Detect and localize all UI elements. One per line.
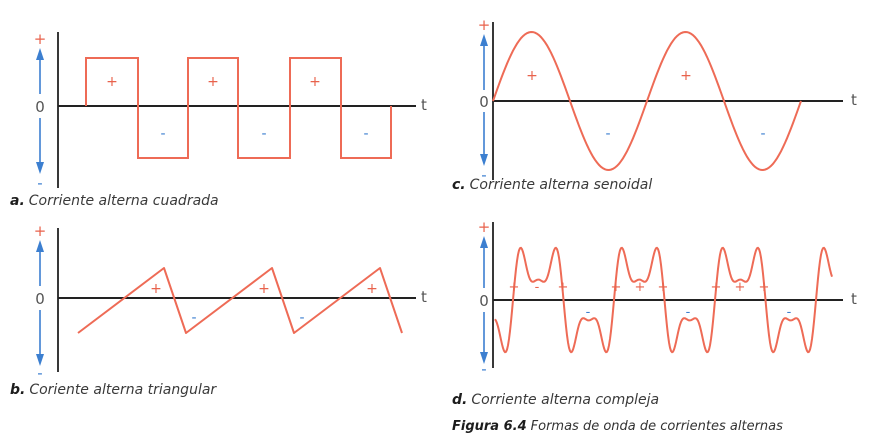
panel-d-waveform: [494, 246, 833, 354]
panel-b-axis-zero: 0: [35, 290, 45, 308]
panel-d-caption: d.Corriente alterna compleja: [452, 392, 659, 408]
panel-c-region-label: +: [680, 68, 692, 84]
panel-a-waveform: [85, 57, 392, 159]
panel-d-axis-t: t: [851, 290, 857, 308]
panel-c-axis-plus: +: [478, 16, 491, 34]
panel-c-axis-minus: -: [481, 166, 486, 184]
panel-d-complex: + 0 - t + + - + + - + + - + + -: [478, 218, 857, 378]
panel-d-region-label: -: [787, 305, 792, 320]
panel-b-up-arrow-icon: [36, 240, 44, 286]
panel-a-caption-text: Corriente alterna cuadrada: [28, 193, 219, 209]
panel-d-region-label: +: [635, 280, 646, 295]
panel-a-caption: a.Corriente alterna cuadrada: [10, 193, 219, 209]
panel-a-letter: a.: [10, 193, 25, 209]
panel-a-region-label: +: [207, 74, 219, 90]
panel-b-letter: b.: [10, 382, 26, 398]
panel-c-letter: c.: [452, 177, 466, 193]
panel-a-axis-zero: 0: [35, 98, 45, 116]
panel-b-region-label: -: [299, 310, 304, 326]
panel-d-letter: d.: [452, 392, 468, 408]
panel-d-axis-plus: +: [478, 218, 491, 236]
panel-a-axis-plus: +: [34, 30, 47, 48]
panel-d-region-label: +: [711, 280, 722, 295]
panel-b-waveform: [77, 267, 403, 334]
panel-d-region-label: +: [509, 280, 520, 295]
panel-c-down-arrow-icon: [480, 112, 488, 166]
panel-a-up-arrow-icon: [36, 48, 44, 94]
panel-b-region-label: -: [191, 310, 196, 326]
panel-d-region-label: +: [735, 280, 746, 295]
panel-d-region-label: -: [686, 305, 691, 320]
panel-c-axis-t: t: [851, 91, 857, 109]
panel-d-up-arrow-icon: [480, 236, 488, 288]
panel-a-axis-minus: -: [37, 174, 42, 192]
panel-d-region-label: -: [535, 280, 540, 295]
panel-a-square: + 0 - t + - + - + -: [34, 30, 427, 192]
panel-a-axis-t: t: [421, 96, 427, 114]
panel-d-region-label: +: [658, 280, 669, 295]
panel-d-region-label: -: [586, 305, 591, 320]
panel-c-caption: c.Corriente alterna senoidal: [452, 177, 652, 193]
panel-c-sine: + 0 - t + - + -: [478, 16, 857, 184]
panel-b-down-arrow-icon: [36, 310, 44, 366]
panel-c-region-label: +: [526, 68, 538, 84]
panel-b-caption-text: Coriente alterna triangular: [29, 382, 217, 398]
panel-b-axis-plus: +: [34, 222, 47, 240]
panel-a-down-arrow-icon: [36, 118, 44, 174]
panel-d-axis-minus: -: [481, 360, 486, 378]
panel-b-triangular: + 0 - t + - + - +: [34, 222, 427, 382]
panel-d-axis-zero: 0: [479, 292, 489, 310]
panel-a-region-label: -: [160, 126, 165, 142]
panel-b-caption: b.Coriente alterna triangular: [10, 382, 216, 398]
panel-b-region-label: +: [366, 281, 378, 297]
panel-d-region-label: +: [611, 280, 622, 295]
panel-d-down-arrow-icon: [480, 312, 488, 364]
panel-b-axis-minus: -: [37, 364, 42, 382]
panel-d-region-label: +: [558, 280, 569, 295]
panel-a-region-label: -: [363, 126, 368, 142]
figure-caption-text: Formas de onda de corrientes alternas: [530, 419, 783, 434]
panel-b-axis-t: t: [421, 288, 427, 306]
panel-c-axis-zero: 0: [479, 93, 489, 111]
figure-number: Figura 6.4: [452, 419, 527, 434]
panel-c-region-label: -: [760, 126, 765, 142]
panel-c-region-label: -: [605, 126, 610, 142]
panel-c-caption-text: Corriente alterna senoidal: [469, 177, 653, 193]
panel-b-region-label: +: [150, 281, 162, 297]
panel-a-region-label: +: [309, 74, 321, 90]
panel-d-caption-text: Corriente alterna compleja: [471, 392, 660, 408]
panel-a-region-label: -: [261, 126, 266, 142]
panel-b-region-label: +: [258, 281, 270, 297]
panel-a-region-label: +: [106, 74, 118, 90]
panel-c-up-arrow-icon: [480, 34, 488, 90]
panel-c-waveform: [492, 30, 802, 172]
panel-d-region-label: +: [759, 280, 770, 295]
